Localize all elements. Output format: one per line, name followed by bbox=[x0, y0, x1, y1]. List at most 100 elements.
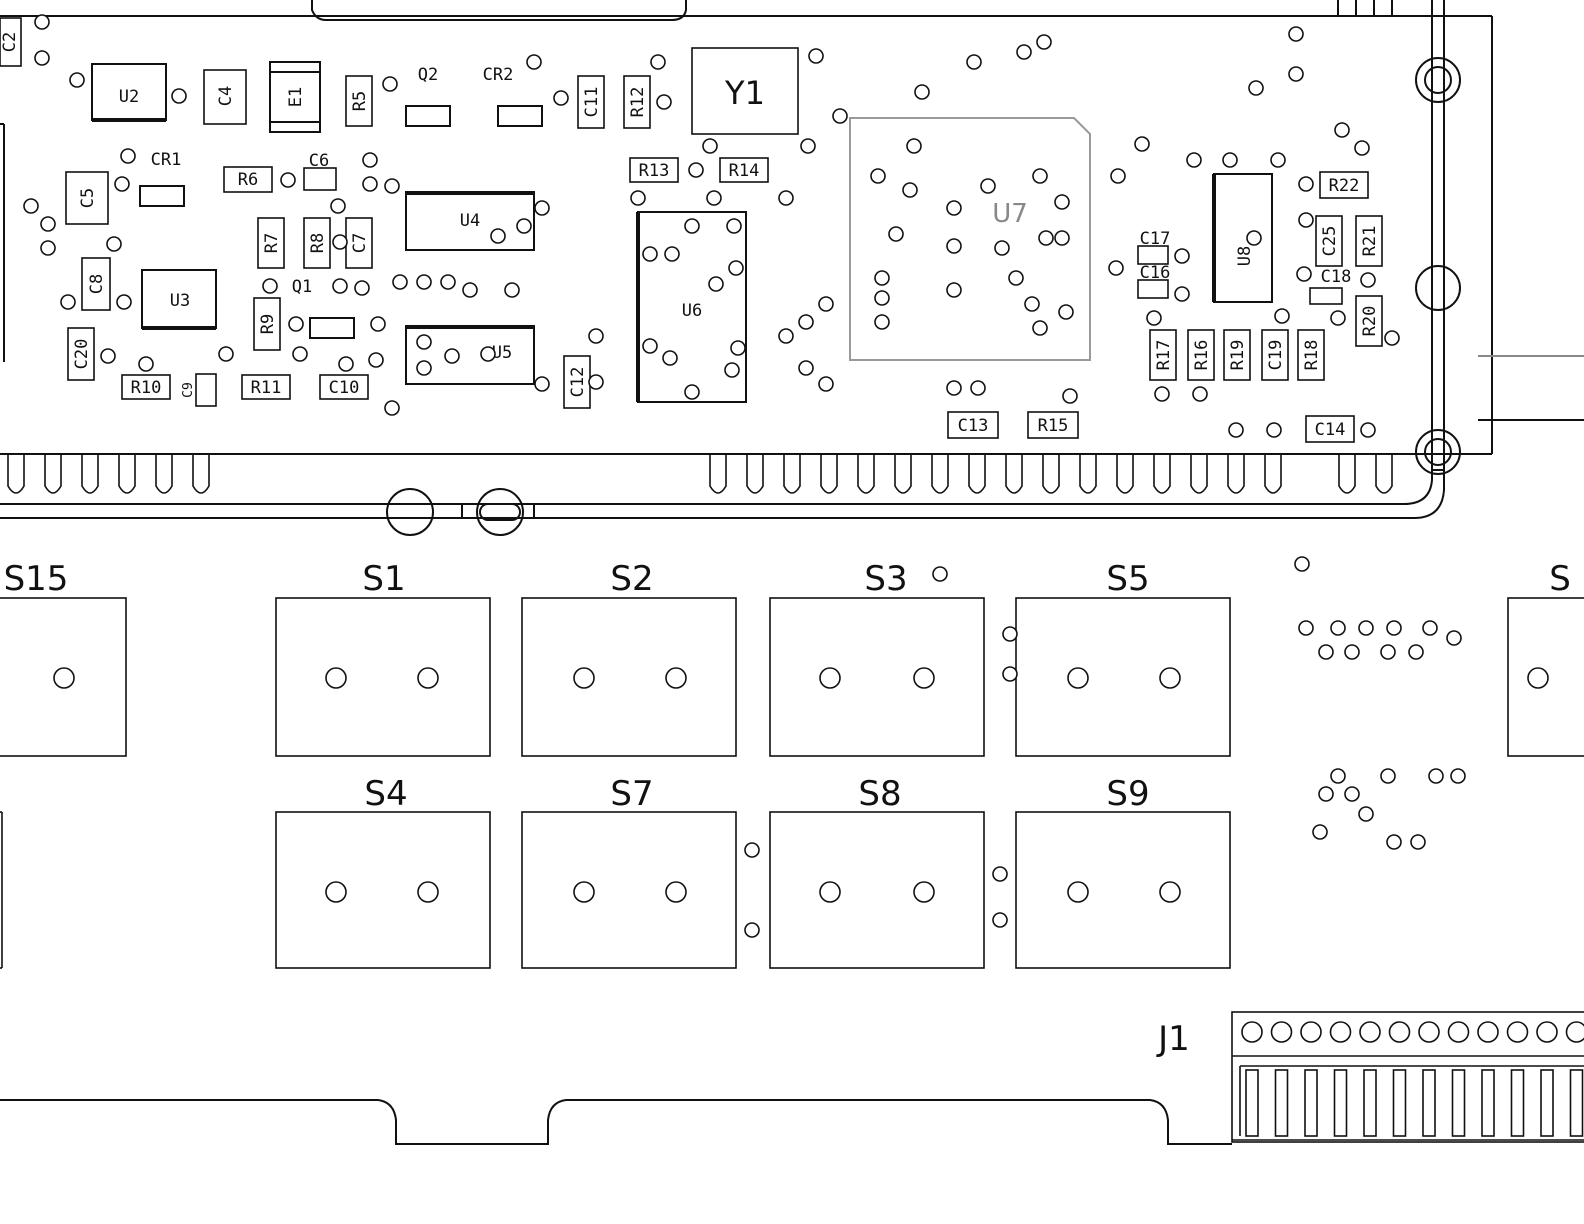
svg-text:R12: R12 bbox=[628, 87, 648, 118]
via-hole bbox=[1411, 835, 1425, 849]
switch-s-right: S bbox=[1508, 559, 1584, 756]
via-hole bbox=[393, 275, 407, 289]
component-r19: R19 bbox=[1224, 330, 1250, 380]
via-hole bbox=[871, 169, 885, 183]
via-hole bbox=[363, 177, 377, 191]
component-r15: R15 bbox=[1028, 412, 1078, 438]
via-hole bbox=[1175, 287, 1189, 301]
j1-pin-hole bbox=[1419, 1022, 1439, 1042]
via-hole bbox=[1423, 621, 1437, 635]
svg-text:R15: R15 bbox=[1038, 416, 1069, 436]
j1-pin-contact bbox=[1335, 1070, 1347, 1136]
via-hole bbox=[1175, 249, 1189, 263]
via-hole bbox=[115, 177, 129, 191]
j1-pin-hole bbox=[1449, 1022, 1469, 1042]
via-hole bbox=[527, 55, 541, 69]
via-hole bbox=[1381, 645, 1395, 659]
via-hole bbox=[801, 139, 815, 153]
via-hole bbox=[1147, 311, 1161, 325]
via-hole bbox=[61, 295, 75, 309]
via-hole bbox=[1447, 631, 1461, 645]
via-hole bbox=[995, 241, 1009, 255]
via-hole bbox=[35, 15, 49, 29]
via-hole bbox=[1033, 169, 1047, 183]
j1-pin-contact bbox=[1423, 1070, 1435, 1136]
j1-pin-contact bbox=[1453, 1070, 1465, 1136]
via-hole bbox=[933, 567, 947, 581]
svg-text:C5: C5 bbox=[78, 188, 98, 208]
pin-header-left bbox=[8, 454, 209, 493]
svg-text:R22: R22 bbox=[1329, 176, 1360, 196]
component-u2: U2 bbox=[92, 64, 166, 120]
component-r6: R6 bbox=[224, 167, 272, 192]
j1-pin-contact bbox=[1276, 1070, 1288, 1136]
via-hole bbox=[24, 199, 38, 213]
via-hole bbox=[1313, 825, 1327, 839]
via-hole bbox=[1361, 423, 1375, 437]
component-c4: C4 bbox=[204, 70, 246, 124]
svg-text:R13: R13 bbox=[639, 161, 670, 181]
via-hole bbox=[333, 235, 347, 249]
component-c7: C7 bbox=[346, 218, 372, 268]
via-hole bbox=[1345, 645, 1359, 659]
via-hole bbox=[1223, 153, 1237, 167]
switch-s1: S1 bbox=[276, 559, 490, 756]
via-hole bbox=[947, 201, 961, 215]
via-hole bbox=[1385, 331, 1399, 345]
via-hole bbox=[981, 179, 995, 193]
svg-text:U2: U2 bbox=[119, 87, 139, 107]
via-hole bbox=[1299, 621, 1313, 635]
svg-text:C12: C12 bbox=[568, 367, 588, 398]
via-hole bbox=[799, 315, 813, 329]
via-hole bbox=[1355, 141, 1369, 155]
component-c14: C14 bbox=[1306, 416, 1354, 442]
component-u8: U8 bbox=[1214, 174, 1272, 302]
component-r18: R18 bbox=[1298, 330, 1324, 380]
component-r9: R9 bbox=[254, 298, 280, 350]
via-hole bbox=[1297, 267, 1311, 281]
via-hole bbox=[685, 385, 699, 399]
via-hole bbox=[1299, 177, 1313, 191]
svg-text:CR2: CR2 bbox=[483, 65, 514, 85]
svg-text:U4: U4 bbox=[460, 211, 480, 231]
j1-pin-hole bbox=[1242, 1022, 1262, 1042]
svg-text:S15: S15 bbox=[4, 559, 69, 599]
svg-text:C20: C20 bbox=[72, 339, 92, 370]
svg-text:C10: C10 bbox=[329, 378, 360, 398]
pin-header-right bbox=[710, 454, 1392, 493]
via-hole bbox=[993, 867, 1007, 881]
via-hole bbox=[947, 283, 961, 297]
svg-text:C17: C17 bbox=[1140, 229, 1171, 249]
via-hole bbox=[971, 381, 985, 395]
component-cr1: CR1 bbox=[140, 150, 184, 206]
svg-text:R21: R21 bbox=[1360, 226, 1380, 257]
component-cr2: CR2 bbox=[483, 65, 542, 126]
via-hole bbox=[731, 341, 745, 355]
component-c10: C10 bbox=[320, 375, 368, 399]
via-hole bbox=[331, 199, 345, 213]
via-hole bbox=[1361, 273, 1375, 287]
via-hole bbox=[1187, 153, 1201, 167]
via-hole bbox=[1271, 153, 1285, 167]
via-hole bbox=[219, 347, 233, 361]
component-r22: R22 bbox=[1320, 172, 1368, 198]
via-hole bbox=[1451, 769, 1465, 783]
svg-text:C11: C11 bbox=[582, 87, 602, 118]
svg-text:R18: R18 bbox=[1302, 340, 1322, 371]
via-hole bbox=[554, 91, 568, 105]
component-r12: R12 bbox=[624, 76, 650, 128]
via-hole bbox=[1063, 389, 1077, 403]
svg-text:R8: R8 bbox=[308, 233, 328, 253]
switch-s4: S4 bbox=[276, 774, 490, 968]
via-hole bbox=[369, 353, 383, 367]
via-hole bbox=[947, 239, 961, 253]
via-hole bbox=[779, 329, 793, 343]
j1-pin-contact bbox=[1246, 1070, 1258, 1136]
via-hole bbox=[107, 237, 121, 251]
via-hole bbox=[535, 377, 549, 391]
via-hole bbox=[463, 283, 477, 297]
card-edge bbox=[0, 1100, 1232, 1144]
via-hole bbox=[417, 361, 431, 375]
via-hole bbox=[947, 381, 961, 395]
svg-text:S7: S7 bbox=[610, 774, 653, 814]
